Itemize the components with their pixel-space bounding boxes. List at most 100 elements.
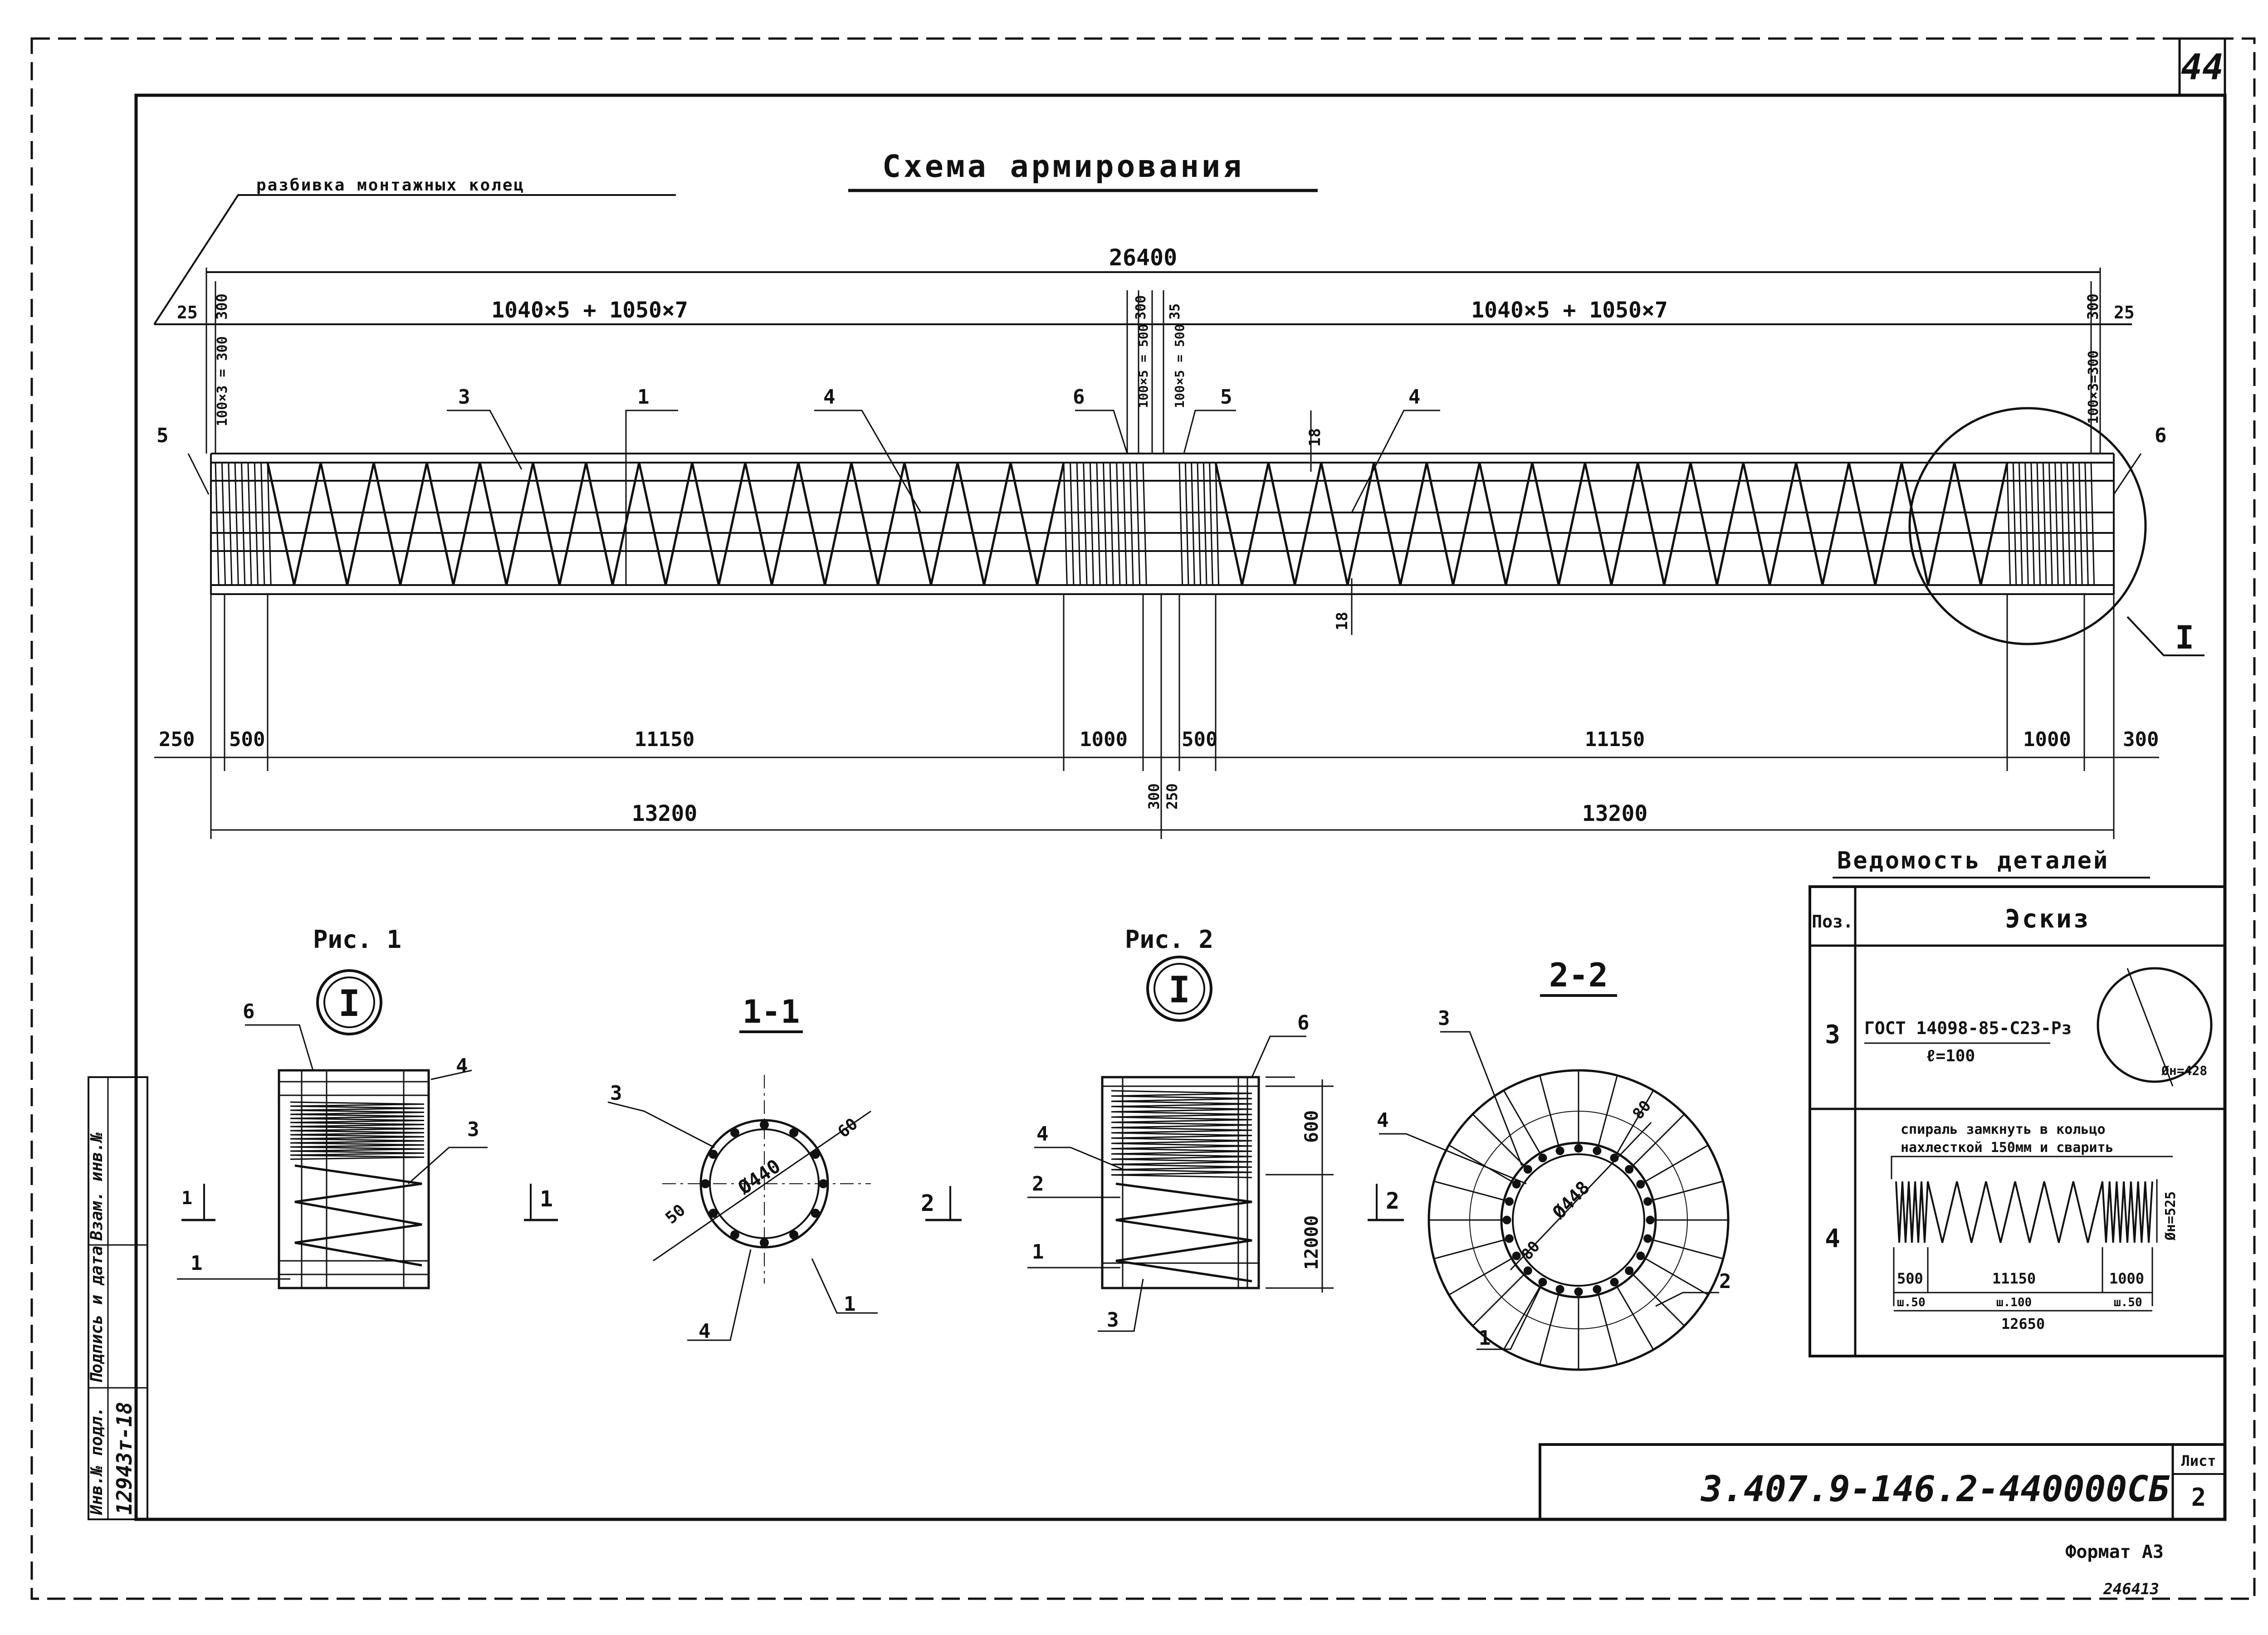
stamp-col1: Инв.№ подл. xyxy=(88,1407,106,1515)
fig2-p3: 3 xyxy=(1107,1308,1119,1332)
row4-total: 12650 xyxy=(2001,1315,2045,1332)
row4-d11150: 11150 xyxy=(1992,1270,2036,1287)
sect11-dia: Ø440 xyxy=(733,1155,784,1199)
node-circle xyxy=(1908,407,2147,645)
sect22-d80: 80 xyxy=(1629,1097,1655,1123)
fig1-detail: Рис. 1 I 6 4 3 1 1 1 xyxy=(177,925,558,1289)
node-leader xyxy=(2126,616,2204,656)
format-label: Формат А3 xyxy=(2065,1542,2164,1562)
title-block: 3.407.9-146.2-440000СБ Лист 2 xyxy=(1539,1443,2226,1521)
stamp-col3: Взам. инв.№ xyxy=(88,1132,106,1241)
dim-vert-right: 100×3=300 xyxy=(2086,350,2102,424)
fig2-p1: 1 xyxy=(1032,1240,1044,1264)
sect22-dia: Ø448 xyxy=(1548,1177,1594,1224)
dim-b-500a: 500 xyxy=(229,728,265,751)
sect22-cut: 2 xyxy=(1386,1188,1399,1214)
mark-pos4-left: 4 xyxy=(823,386,836,409)
row3-gost: ГОСТ 14098-85-С23-Рз xyxy=(1864,1018,2072,1038)
fig1-cut-left: 1 xyxy=(181,1188,192,1209)
row4-s50a: ш.50 xyxy=(1897,1296,1926,1309)
sect22-p2: 2 xyxy=(1719,1270,1731,1293)
mark-pos3: 3 xyxy=(458,386,470,409)
fig2-node: I xyxy=(1168,969,1190,1011)
node-label: I xyxy=(2175,619,2194,656)
row4-d1000: 1000 xyxy=(2109,1270,2144,1287)
spiral-left xyxy=(266,462,1065,586)
dim-b-1000a: 1000 xyxy=(1080,728,1128,751)
fig2-p6: 6 xyxy=(1297,1011,1310,1035)
sect22-d80b: 80 xyxy=(1518,1238,1544,1264)
dim-half-left: 13200 xyxy=(632,801,698,826)
page-number-box xyxy=(2178,37,2226,97)
dim-b-300end: 300 xyxy=(2123,728,2159,751)
dim-right-300: 300 xyxy=(2084,293,2102,320)
stamp-inv-value: 12943т-18 xyxy=(112,1402,137,1515)
row4-pos: 4 xyxy=(1825,1224,1840,1254)
dim-b-11150b: 11150 xyxy=(1585,728,1645,751)
page-number: 44 xyxy=(2181,47,2224,88)
details-title: Ведомость деталей xyxy=(1837,847,2109,874)
sect11-d60: 60 xyxy=(834,1115,861,1142)
sect22-p1: 1 xyxy=(1479,1327,1491,1350)
row3-len: ℓ=100 xyxy=(1926,1047,1975,1065)
sect22-p3: 3 xyxy=(1438,1007,1450,1030)
sect11-title: 1-1 xyxy=(743,993,800,1030)
fig2-detail: Рис. 2 I 600 12000 6 4 2 1 3 2 xyxy=(921,925,1334,1332)
dim-b-11150a: 11150 xyxy=(635,728,694,751)
dim-top-right: 1040×5 + 1050×7 xyxy=(1471,298,1667,323)
sect11-d50: 50 xyxy=(662,1201,689,1228)
drawing-designation: 3.407.9-146.2-440000СБ xyxy=(1700,1469,2170,1510)
section-1-1: 1-1 Ø440 60 50 3 4 1 xyxy=(607,993,878,1343)
fig1-p1: 1 xyxy=(191,1252,203,1275)
fig1-cut-right: 1 xyxy=(540,1186,553,1212)
sect11-p3: 3 xyxy=(610,1082,622,1105)
row3-pos: 3 xyxy=(1825,1020,1840,1049)
row4-spiral-sketch xyxy=(1895,1181,2153,1243)
dim-clear-top: 18 xyxy=(1306,428,1324,447)
row4-s50b: ш.50 xyxy=(2114,1296,2142,1309)
dim-b-250mid: 250 xyxy=(1163,783,1181,810)
dim-top-left: 1040×5 + 1050×7 xyxy=(491,298,688,323)
sect11-bars xyxy=(701,1120,828,1247)
col-sketch: Эскиз xyxy=(2005,904,2091,934)
row4-note2: нахлесткой 150мм и сварить xyxy=(1901,1140,2114,1156)
fig1-p4: 4 xyxy=(456,1054,468,1078)
mark-pos4-right: 4 xyxy=(1408,386,1421,409)
fig1-caption: Рис. 1 xyxy=(313,925,401,954)
left-stamp: Инв.№ подл. Подпись и дата Взам. инв.№ 1… xyxy=(88,1076,148,1520)
fig2-cut-left: 2 xyxy=(921,1190,934,1216)
row4-s100: ш.100 xyxy=(1996,1296,2032,1309)
list-value: 2 xyxy=(2191,1483,2206,1512)
dim-clear-bot: 18 xyxy=(1333,612,1351,630)
mark-pos1: 1 xyxy=(637,386,650,409)
sect22-p4: 4 xyxy=(1377,1109,1389,1132)
stamp-col2: Подпись и дата xyxy=(88,1246,106,1383)
mark-pos5-mid: 5 xyxy=(1220,386,1232,409)
row4-note1: спираль замкнуть в кольцо xyxy=(1901,1122,2106,1137)
fig1-p3: 3 xyxy=(467,1118,479,1141)
main-elevation: 26400 1040×5 + 1050×7 1040×5 + 1050×7 25… xyxy=(154,244,2204,839)
fig2-d12000: 12000 xyxy=(1301,1215,1322,1270)
list-label: Лист xyxy=(2181,1452,2216,1469)
mark-pos5-left: 5 xyxy=(156,424,169,447)
mark-pos6-mid: 6 xyxy=(1073,386,1085,409)
dim-b-1000b: 1000 xyxy=(2023,728,2071,751)
dim-mid-b: 35 xyxy=(1167,303,1183,320)
row3-dia: Øн=428 xyxy=(2161,1063,2207,1078)
fig2-p2: 2 xyxy=(1032,1172,1044,1196)
rings-callout-leader xyxy=(153,194,676,325)
dim-left-25: 25 xyxy=(177,303,198,322)
sect22-title: 2-2 xyxy=(1549,956,1608,994)
dim-mid-a: 300 xyxy=(1133,295,1149,320)
row4-h: Øн=525 xyxy=(2163,1191,2179,1241)
fig1-node: I xyxy=(338,982,360,1025)
fig2-p4: 4 xyxy=(1036,1123,1049,1146)
dim-b-500b: 500 xyxy=(1182,728,1217,751)
fig1-p6: 6 xyxy=(243,1000,255,1023)
mark-pos6-right: 6 xyxy=(2155,424,2167,447)
row4-d500: 500 xyxy=(1897,1270,1923,1287)
details-table: Ведомость деталей Поз. Эскиз 3 ГОСТ 1409… xyxy=(1809,847,2226,1357)
dim-b-250: 250 xyxy=(159,728,195,751)
dense-zones xyxy=(215,462,2095,586)
